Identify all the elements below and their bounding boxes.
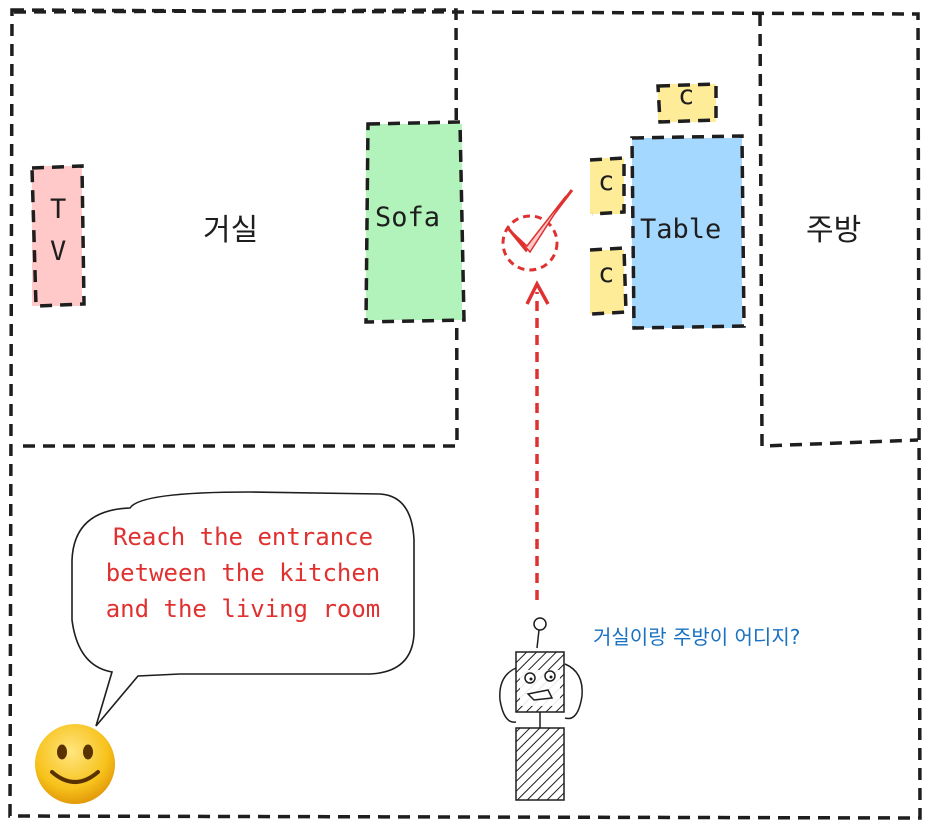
tv-label-bottom: V (50, 236, 67, 267)
outer-wall (8, 8, 922, 820)
sofa (364, 120, 466, 324)
table-label: Table (640, 214, 722, 245)
robot-icon (499, 617, 583, 801)
instruction-text: Reach the entrance between the kitchen a… (78, 519, 408, 627)
dining-table (630, 134, 746, 330)
tv (30, 164, 86, 308)
smiley-face-icon (35, 724, 115, 804)
sofa-label: Sofa (375, 202, 441, 233)
instruction-line-2: between the kitchen (105, 559, 381, 587)
kitchen-label: 주방 (806, 213, 862, 248)
tv-label-top: T (50, 194, 67, 225)
path-arrow (525, 280, 550, 600)
instruction-line-1: Reach the entrance (112, 523, 374, 551)
kitchen-area (758, 13, 919, 448)
checkmark-target-icon (501, 189, 574, 272)
chair-left-lower-label: c (598, 258, 615, 289)
robot-question: 거실이랑 주방이 어디지? (593, 625, 801, 649)
instruction-line-3: and the living room (105, 595, 381, 623)
chair-left-upper (589, 156, 626, 216)
chair-top-label: c (678, 80, 695, 111)
living-room-label: 거실 (203, 213, 259, 248)
chair-left-upper-label: c (598, 166, 615, 197)
chair-top (656, 82, 718, 124)
speech-bubble (71, 491, 415, 727)
chair-left-lower (589, 246, 628, 316)
